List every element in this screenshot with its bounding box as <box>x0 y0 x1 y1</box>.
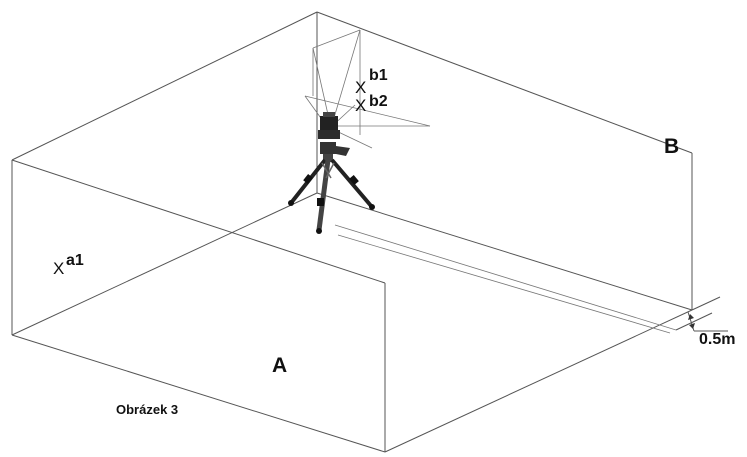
point-b2-label: b2 <box>369 93 388 110</box>
point-a1-marker: X <box>53 259 64 278</box>
wall-b-label: B <box>664 135 679 158</box>
point-b1-label: b1 <box>369 67 388 84</box>
distance-dimension <box>675 296 728 332</box>
floor-laser-line <box>334 224 677 334</box>
point-b1-marker: X <box>355 78 366 97</box>
point-b2-marker: X <box>355 96 366 115</box>
distance-label: 0.5m <box>699 331 735 348</box>
figure-caption: Obrázek 3 <box>116 402 178 417</box>
room-outline <box>11 11 693 453</box>
wall-a-label: A <box>272 354 287 377</box>
tripod-laser-level-icon <box>288 112 375 234</box>
point-a1-label: a1 <box>66 252 84 269</box>
